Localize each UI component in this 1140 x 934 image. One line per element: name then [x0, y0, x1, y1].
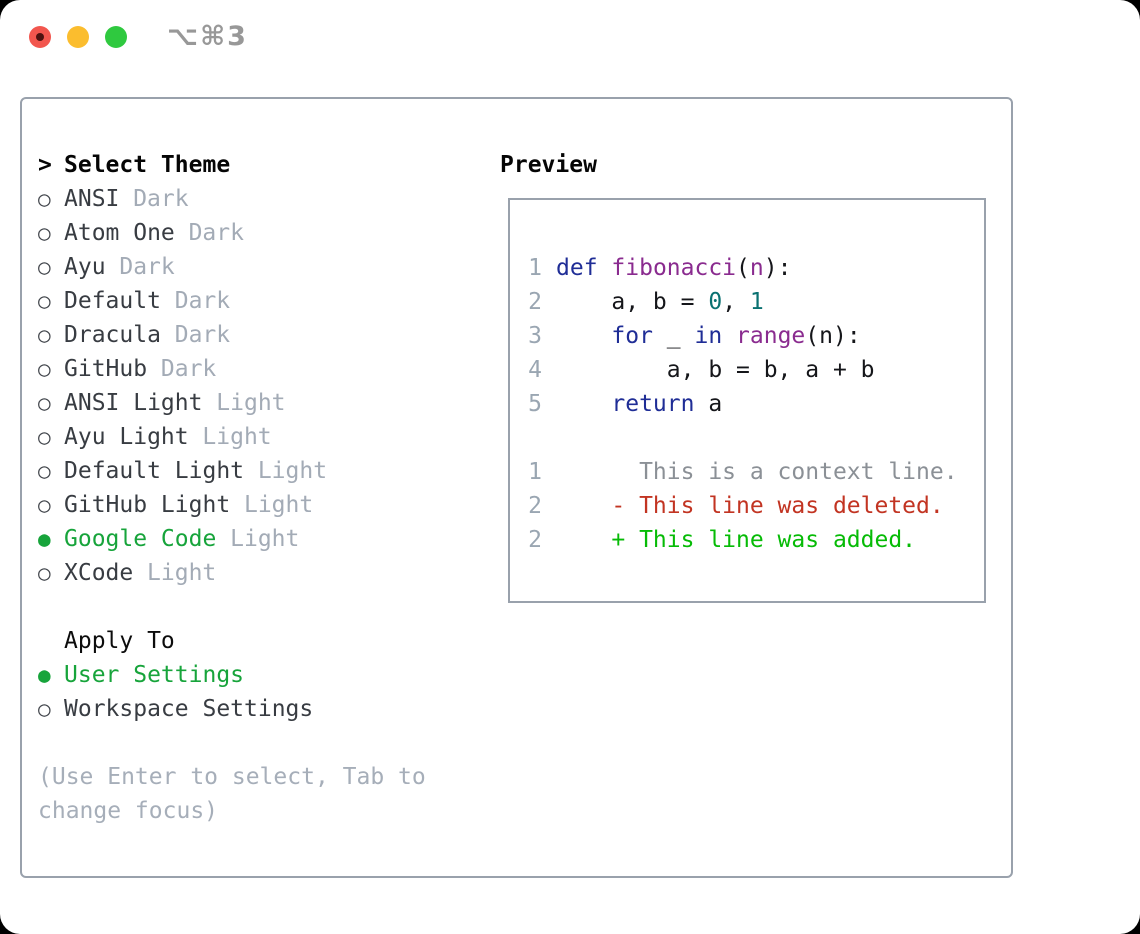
window-title-shortcut: ⌥⌘3: [167, 21, 248, 52]
radio-selected-icon: ●: [38, 527, 51, 551]
line-number: 2: [528, 527, 542, 553]
theme-option-default-light[interactable]: ○ Default Light Light: [38, 454, 426, 488]
line-number: 1: [528, 459, 542, 485]
theme-name: Ayu Light: [64, 424, 189, 450]
theme-tag: Light: [230, 526, 300, 552]
theme-name: Dracula: [64, 322, 161, 348]
keyboard-hint-line2: change focus): [38, 798, 219, 824]
theme-option-github-light[interactable]: ○ GitHub Light Light: [38, 488, 426, 522]
apply-option-user-settings[interactable]: ● User Settings: [38, 658, 426, 692]
theme-name: GitHub: [64, 356, 148, 382]
theme-option-default-dark[interactable]: ○ Default Dark: [38, 284, 426, 318]
radio-icon: ○: [38, 187, 51, 211]
radio-icon: ○: [38, 697, 51, 721]
code-line: 2 a, b = 0, 1: [528, 285, 984, 319]
theme-tag: Dark: [188, 220, 244, 246]
line-number: 2: [528, 493, 542, 519]
theme-tag: Light: [202, 424, 272, 450]
theme-option-xcode-light[interactable]: ○ XCode Light: [38, 556, 426, 590]
zoom-button[interactable]: [105, 26, 127, 48]
line-number: 2: [528, 289, 542, 315]
theme-option-google-code-selected[interactable]: ● Google Code Light: [38, 522, 426, 556]
theme-tag: Light: [216, 390, 286, 416]
apply-option-label: User Settings: [64, 662, 245, 688]
apply-to-header: Apply To: [38, 624, 426, 658]
radio-selected-icon: ●: [38, 663, 51, 687]
theme-name: Default Light: [64, 458, 245, 484]
radio-icon: ○: [38, 255, 51, 279]
theme-tag: Light: [147, 560, 217, 586]
code-text: return a: [611, 391, 723, 417]
theme-name: XCode: [64, 560, 134, 586]
theme-option-atom-one-dark[interactable]: ○ Atom One Dark: [38, 216, 426, 250]
theme-name: Default: [64, 288, 161, 314]
theme-name: ANSI: [64, 186, 120, 212]
traffic-lights: [29, 26, 127, 48]
radio-icon: ○: [38, 221, 51, 245]
theme-name: Ayu: [64, 254, 106, 280]
radio-icon: ○: [38, 323, 51, 347]
code-line: 3 for _ in range(n):: [528, 319, 984, 353]
code-line: 5 return a: [528, 387, 984, 421]
theme-tag: Dark: [174, 322, 231, 348]
theme-option-github-dark[interactable]: ○ GitHub Dark: [38, 352, 426, 386]
spacer: [38, 726, 426, 760]
theme-option-ansi-dark[interactable]: ○ ANSI Dark: [38, 182, 426, 216]
theme-tag: Dark: [133, 186, 189, 212]
radio-icon: ○: [38, 459, 51, 483]
line-number: 3: [528, 323, 542, 349]
apply-option-workspace-settings[interactable]: ○ Workspace Settings: [38, 692, 426, 726]
apply-to-label: Apply To: [64, 628, 175, 654]
diff-added-line: 2 + This line was added.: [528, 523, 984, 557]
theme-name: Google Code: [64, 526, 217, 552]
radio-icon: ○: [38, 561, 51, 585]
theme-name: GitHub Light: [64, 492, 231, 518]
theme-name: ANSI Light: [64, 390, 203, 416]
diff-text: - This line was deleted.: [556, 493, 944, 519]
diff-text: This is a context line.: [556, 459, 958, 485]
theme-list: > Select Theme ○ ANSI Dark ○ Atom One Da…: [38, 148, 426, 828]
code-text: def fibonacci(n):: [556, 255, 792, 281]
cursor-icon: >: [38, 152, 52, 178]
radio-icon: ○: [38, 425, 51, 449]
radio-icon: ○: [38, 289, 51, 313]
diff-text: + This line was added.: [556, 527, 917, 553]
theme-tag: Light: [257, 458, 328, 484]
line-number: 4: [528, 357, 542, 383]
theme-option-dracula-dark[interactable]: ○ Dracula Dark: [38, 318, 426, 352]
theme-name: Atom One: [64, 220, 175, 246]
code-text: a, b = 0, 1: [556, 289, 764, 315]
theme-option-ansi-light[interactable]: ○ ANSI Light Light: [38, 386, 426, 420]
code-text: a, b = b, a + b: [556, 357, 875, 383]
code-line: 4 a, b = b, a + b: [528, 353, 984, 387]
apply-option-label: Workspace Settings: [64, 696, 314, 722]
line-number: 5: [528, 391, 542, 417]
theme-tag: Dark: [174, 288, 231, 314]
code-preview-content: 1 def fibonacci(n): 2 a, b = 0, 1 3 for …: [510, 200, 984, 557]
theme-tag: Dark: [119, 254, 175, 280]
radio-icon: ○: [38, 357, 51, 381]
radio-icon: ○: [38, 493, 51, 517]
preview-title: Preview: [500, 152, 597, 178]
minimize-button[interactable]: [67, 26, 89, 48]
diff-deleted-line: 2 - This line was deleted.: [528, 489, 984, 523]
radio-icon: ○: [38, 391, 51, 415]
keyboard-hint-line1: (Use Enter to select, Tab to: [38, 764, 426, 790]
theme-picker-panel: > Select Theme ○ ANSI Dark ○ Atom One Da…: [20, 97, 1013, 878]
code-text: for _ in range(n):: [611, 323, 861, 349]
theme-option-ayu-dark[interactable]: ○ Ayu Dark: [38, 250, 426, 284]
spacer-line: [528, 421, 984, 455]
select-theme-title: Select Theme: [64, 152, 231, 178]
line-number: 1: [528, 255, 542, 281]
code-preview-box: 1 def fibonacci(n): 2 a, b = 0, 1 3 for …: [508, 198, 986, 603]
theme-tag: Dark: [160, 356, 217, 382]
select-theme-header: > Select Theme: [38, 148, 426, 182]
theme-option-ayu-light[interactable]: ○ Ayu Light Light: [38, 420, 426, 454]
theme-tag: Light: [243, 492, 314, 518]
spacer: [38, 590, 426, 624]
code-line: 1 def fibonacci(n):: [528, 251, 984, 285]
diff-context-line: 1 This is a context line.: [528, 455, 984, 489]
close-button[interactable]: [29, 26, 51, 48]
